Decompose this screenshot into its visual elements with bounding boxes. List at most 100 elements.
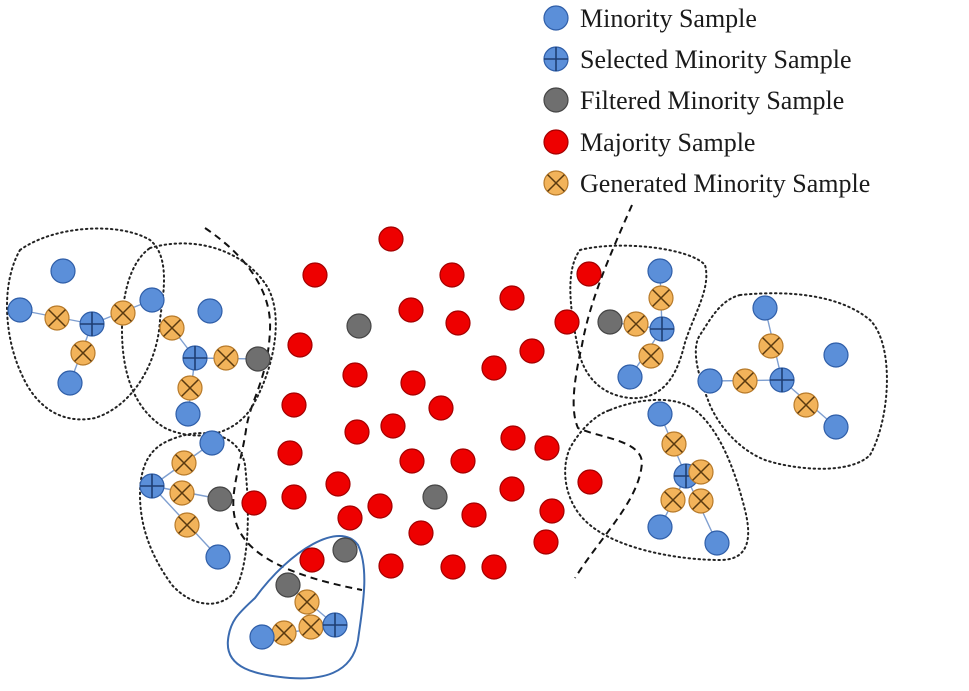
minority-sample: [7, 297, 33, 323]
generated-sample: [793, 392, 819, 418]
generated-sample: [648, 285, 674, 311]
legend-item-majority: Majority Sample: [543, 128, 755, 157]
cluster-outline-3: [138, 432, 249, 605]
generated-sample: [177, 375, 203, 401]
majority-sample: [380, 413, 406, 439]
majority-sample: [445, 310, 471, 336]
minority-sample: [57, 370, 83, 396]
generated-sample: [271, 620, 297, 646]
minority-sample: [199, 430, 225, 456]
legend-item-generated: Generated Minority Sample: [543, 169, 870, 198]
majority-sample: [440, 554, 466, 580]
legend-item-minority: Minority Sample: [543, 4, 757, 33]
majority-sample: [539, 498, 565, 524]
generated-sample: [661, 431, 687, 457]
minority-sample: [617, 364, 643, 390]
legend-label-selected: Selected Minority Sample: [580, 45, 852, 74]
generated-sample: [171, 450, 197, 476]
majority-sample: [399, 448, 425, 474]
minority-sample: [647, 401, 673, 427]
majority-sample: [499, 285, 525, 311]
minority-sample: [697, 368, 723, 394]
majority-sample: [450, 448, 476, 474]
selected-sample: [769, 367, 795, 393]
cluster-outlines: [6, 227, 888, 680]
sample-points: [7, 226, 849, 650]
minority-sample: [197, 298, 223, 324]
minority-sample: [249, 624, 275, 650]
majority-sample: [554, 309, 580, 335]
legend-item-filtered: Filtered Minority Sample: [543, 86, 844, 115]
minority-sample: [704, 530, 730, 556]
filtered-sample: [422, 484, 448, 510]
majority-sample: [378, 553, 404, 579]
selected-sample: [322, 612, 348, 638]
generated-sample: [44, 305, 70, 331]
cluster-outline-2: [120, 242, 277, 437]
minority-sample: [752, 295, 778, 321]
majority-sample: [481, 355, 507, 381]
majority-sample: [398, 297, 424, 323]
right-boundary: [572, 204, 644, 579]
generated-sample: [294, 589, 320, 615]
generated-sample: [70, 340, 96, 366]
generated-sample: [213, 345, 239, 371]
legend-symbol-selected: [543, 46, 569, 72]
cluster-outline-1: [6, 227, 165, 421]
majority-sample: [337, 505, 363, 531]
majority-sample: [299, 547, 325, 573]
legend-symbol-minority: [543, 5, 569, 31]
selected-sample: [139, 473, 165, 499]
filtered-sample: [245, 346, 271, 372]
legend-symbol-filtered: [543, 87, 569, 113]
majority-sample: [533, 529, 559, 555]
generated-sample: [688, 459, 714, 485]
majority-sample: [367, 493, 393, 519]
generated-sample: [110, 300, 136, 326]
majority-sample: [287, 332, 313, 358]
generated-sample: [638, 343, 664, 369]
majority-sample: [400, 370, 426, 396]
legend-symbol-generated: [543, 170, 569, 196]
majority-sample: [461, 502, 487, 528]
majority-sample: [439, 262, 465, 288]
majority-sample: [481, 554, 507, 580]
majority-sample: [344, 419, 370, 445]
selected-sample: [79, 311, 105, 337]
generated-sample: [298, 614, 324, 640]
filtered-sample: [346, 313, 372, 339]
minority-sample: [139, 287, 165, 313]
majority-sample: [408, 520, 434, 546]
majority-sample: [499, 476, 525, 502]
majority-sample: [302, 262, 328, 288]
minority-sample: [647, 258, 673, 284]
selected-cluster-outline: [226, 535, 366, 680]
selected-sample: [649, 316, 675, 342]
generated-sample: [758, 333, 784, 359]
majority-sample: [519, 338, 545, 364]
filtered-sample: [332, 537, 358, 563]
generated-sample: [688, 488, 714, 514]
generated-sample: [159, 315, 185, 341]
majority-sample: [281, 392, 307, 418]
minority-sample: [175, 401, 201, 427]
legend-label-filtered: Filtered Minority Sample: [580, 86, 844, 115]
minority-sample: [50, 258, 76, 284]
majority-sample: [342, 362, 368, 388]
minority-sample: [205, 544, 231, 570]
minority-sample: [823, 342, 849, 368]
filtered-sample: [275, 572, 301, 598]
legend-label-generated: Generated Minority Sample: [580, 169, 870, 198]
generated-sample: [732, 368, 758, 394]
majority-sample: [378, 226, 404, 252]
legend-label-minority: Minority Sample: [580, 4, 757, 33]
majority-sample: [577, 469, 603, 495]
neighbor-edges: [19, 270, 837, 638]
filtered-sample: [207, 486, 233, 512]
cluster-outline-5: [694, 292, 888, 470]
generated-sample: [169, 480, 195, 506]
minority-sample: [647, 514, 673, 540]
majority-sample: [277, 440, 303, 466]
generated-sample: [623, 311, 649, 337]
